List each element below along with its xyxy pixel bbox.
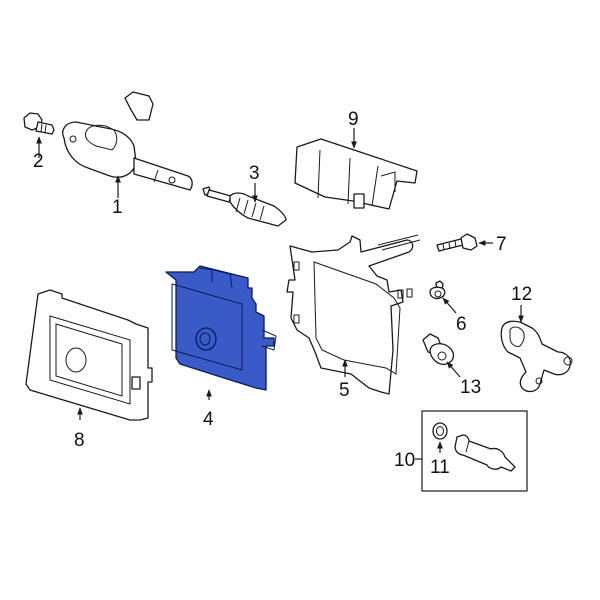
part-2-bolt[interactable] — [23, 112, 55, 135]
callout-5: 5 — [339, 380, 350, 401]
callout-12: 12 — [511, 284, 532, 305]
part-8-ecm-cover[interactable] — [25, 289, 153, 421]
callout-7: 7 — [496, 234, 507, 255]
leader-6 — [442, 297, 457, 314]
part-7-bolt[interactable] — [436, 233, 478, 252]
callout-3: 3 — [249, 163, 260, 184]
part-13-knock-sensor[interactable] — [422, 333, 455, 365]
callout-11: 11 — [430, 457, 450, 478]
part-10-vent-valve[interactable] — [454, 434, 516, 472]
part-9-cover[interactable] — [294, 138, 418, 210]
part-5-bracket[interactable] — [286, 234, 421, 395]
part-6-nut[interactable] — [429, 280, 446, 300]
part-1-ignition-coil[interactable] — [62, 91, 193, 191]
leader-13 — [446, 361, 461, 378]
callout-2: 2 — [33, 151, 44, 172]
callout-13: 13 — [460, 377, 481, 398]
callout-9: 9 — [348, 109, 359, 130]
callout-4: 4 — [203, 409, 214, 430]
callout-8: 8 — [74, 430, 85, 451]
callout-10: 10 — [394, 450, 415, 471]
part-4-ecm-highlighted[interactable] — [165, 265, 277, 391]
part-12-cam-sensor[interactable] — [500, 320, 573, 393]
callout-6: 6 — [456, 314, 467, 335]
part-3-spark-plug[interactable] — [202, 186, 287, 227]
part-11-o-ring[interactable] — [432, 422, 448, 440]
callout-1: 1 — [112, 197, 123, 218]
part-10-group-box — [421, 410, 528, 492]
